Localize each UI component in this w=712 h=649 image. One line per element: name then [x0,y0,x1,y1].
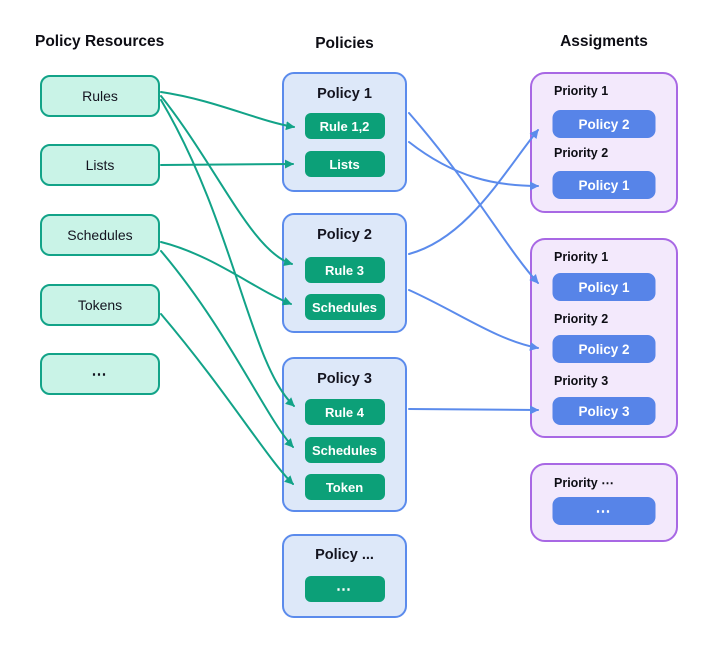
assignment-chip-policy-3: Policy 3 [552,397,656,425]
policy-chip-lists: Lists [304,151,385,177]
resource-node-rules: Rules [40,75,160,117]
policy-group-title: Policy ... [315,547,374,563]
priority-label: Priority 1 [554,84,609,98]
arrow-policy2-to-a2-priority2 [408,289,539,351]
arrow-policy1-to-a2-priority1 [408,112,539,284]
arrow-policy2-to-a1-priority1 [408,129,539,255]
arrow-rules-to-rule3 [160,95,293,266]
arrow-policy1-to-a1-priority2 [408,141,539,191]
assignment-chip-policy-2: Policy 2 [552,110,656,138]
policy-chip-rule-1-2: Rule 1,2 [304,113,385,139]
policy-chip-token: Token [304,474,385,500]
policies-column-header: Policies [315,35,374,52]
policy-chip-schedules: Schedules [304,437,385,463]
resource-node-schedules: Schedules [40,214,160,256]
arrow-schedules-to-p2-schedules [160,241,292,306]
assignment-group-2: Priority 1 Policy 1 Priority 2 Policy 2 … [530,238,678,438]
arrow-policy3-to-a2-priority3 [408,405,539,415]
resources-column-header: Policy Resources [35,33,165,50]
assignment-group-1: Priority 1 Policy 2 Priority 2 Policy 1 [530,72,678,213]
arrow-lists-to-lists [160,159,294,169]
assignment-group-more: Priority ⋯ ⋯ [530,463,678,542]
policy-group-title: Policy 2 [317,227,372,243]
policy-chip-schedules: Schedules [304,294,385,320]
policy-group-title: Policy 1 [317,86,372,102]
assignment-chip-policy-2: Policy 2 [552,335,656,363]
assignment-chip-more: ⋯ [552,497,656,525]
arrow-tokens-to-token [160,313,294,485]
assignment-chip-policy-1: Policy 1 [552,171,656,199]
priority-label: Priority 2 [554,146,609,160]
policy-group-1: Policy 1 Rule 1,2 Lists [282,72,407,192]
priority-label: Priority ⋯ [554,476,614,490]
policy-chip-rule-4: Rule 4 [304,399,385,425]
assignment-chip-policy-1: Policy 1 [552,273,656,301]
policy-chip-rule-3: Rule 3 [304,257,385,283]
policy-group-2: Policy 2 Rule 3 Schedules [282,213,407,333]
resource-node-more: ⋯ [40,353,160,395]
policy-group-3: Policy 3 Rule 4 Schedules Token [282,357,407,512]
arrow-schedules-to-p3-schedules [160,250,294,448]
policy-chip-more: ⋯ [304,576,385,602]
priority-label: Priority 2 [554,312,609,326]
policy-group-more: Policy ... ⋯ [282,534,407,618]
priority-label: Priority 3 [554,374,609,388]
resource-node-tokens: Tokens [40,284,160,326]
arrow-rules-to-rule12 [160,91,295,131]
resource-node-lists: Lists [40,144,160,186]
priority-label: Priority 1 [554,250,609,264]
assignments-column-header: Assigments [560,33,648,50]
arrow-rules-to-rule4 [160,99,295,407]
policy-group-title: Policy 3 [317,371,372,387]
